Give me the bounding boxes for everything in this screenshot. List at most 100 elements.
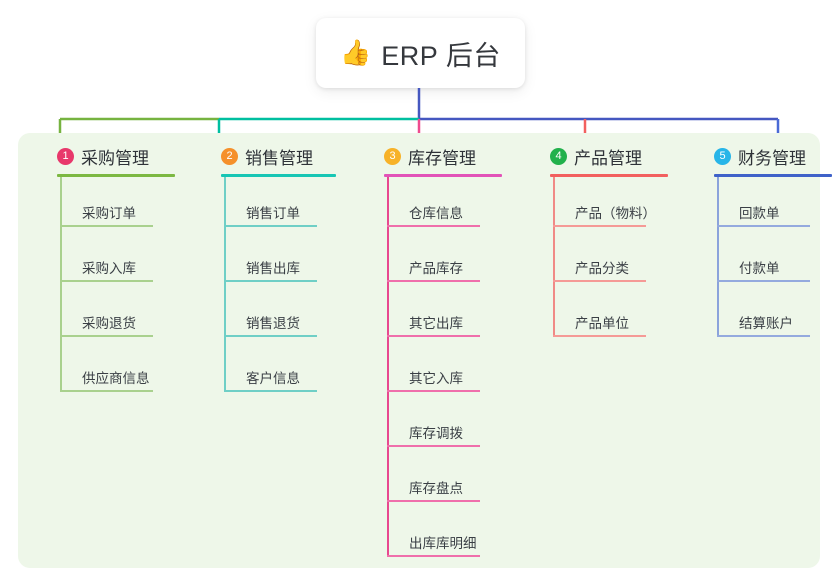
leaf-rule — [60, 390, 153, 392]
leaf-item[interactable]: 出库库明细 — [387, 507, 517, 562]
leaf-list-4: 产品（物料） 产品分类产品单位 — [528, 177, 688, 342]
leaf-label: 产品（物料） — [575, 206, 656, 221]
column-3: 3 库存管理仓库信息产品库存其它出库其它入库库存调拨库存盘点出库库明细 — [362, 143, 517, 562]
column-4: 4 产品管理产品（物料） 产品分类产品单位 — [528, 143, 688, 342]
leaf-spine-2 — [224, 177, 226, 392]
leaf-item[interactable]: 其它入库 — [387, 342, 517, 397]
column-rule-1 — [57, 174, 175, 177]
leaf-list-3: 仓库信息产品库存其它出库其它入库库存调拨库存盘点出库库明细 — [362, 177, 517, 562]
column-header-5[interactable]: 5 财务管理 — [692, 143, 814, 169]
leaf-item[interactable]: 付款单 — [717, 232, 814, 287]
leaf-item[interactable]: 产品库存 — [387, 232, 517, 287]
diagram-panel-background — [18, 133, 820, 568]
leaf-label: 客户信息 — [246, 371, 300, 386]
leaf-item[interactable]: 产品分类 — [553, 232, 688, 287]
root-node-title: ERP 后台 — [381, 40, 501, 71]
leaf-rule — [387, 555, 480, 557]
column-rule-5 — [714, 174, 832, 177]
leaf-list-2: 销售订单销售出库销售退货客户信息 — [199, 177, 351, 397]
leaf-rule — [387, 445, 480, 447]
leaf-rule — [717, 335, 810, 337]
leaf-label: 付款单 — [739, 261, 780, 276]
leaf-item[interactable]: 销售出库 — [224, 232, 351, 287]
column-title-4: 产品管理 — [574, 148, 642, 168]
column-title-2: 销售管理 — [245, 148, 313, 168]
leaf-item[interactable]: 其它出库 — [387, 287, 517, 342]
leaf-rule — [224, 225, 317, 227]
leaf-spine-1 — [60, 177, 62, 392]
leaf-rule — [224, 280, 317, 282]
leaf-label: 库存调拨 — [409, 426, 463, 441]
leaf-item[interactable]: 产品（物料） — [553, 177, 688, 232]
leaf-item[interactable]: 采购退货 — [60, 287, 190, 342]
leaf-label: 采购退货 — [82, 316, 136, 331]
leaf-label: 销售订单 — [246, 206, 300, 221]
column-badge-5: 5 — [714, 147, 731, 165]
leaf-label: 销售出库 — [246, 261, 300, 276]
leaf-item[interactable]: 回款单 — [717, 177, 814, 232]
leaf-item[interactable]: 采购订单 — [60, 177, 190, 232]
column-1: 1 采购管理采购订单采购入库采购退货供应商信息 — [35, 143, 190, 397]
column-header-3[interactable]: 3 库存管理 — [362, 143, 517, 169]
leaf-label: 供应商信息 — [82, 371, 150, 386]
leaf-item[interactable]: 客户信息 — [224, 342, 351, 397]
leaf-rule — [717, 225, 810, 227]
column-rule-4 — [550, 174, 668, 177]
leaf-item[interactable]: 采购入库 — [60, 232, 190, 287]
column-header-4[interactable]: 4 产品管理 — [528, 143, 688, 169]
leaf-label: 其它出库 — [409, 316, 463, 331]
leaf-label: 回款单 — [739, 206, 780, 221]
leaf-item[interactable]: 销售订单 — [224, 177, 351, 232]
column-header-1[interactable]: 1 采购管理 — [35, 143, 190, 169]
thumbs-up-icon: 👍 — [340, 38, 372, 67]
leaf-rule — [224, 390, 317, 392]
root-node-card[interactable]: 👍 ERP 后台 — [316, 18, 525, 88]
leaf-rule — [60, 225, 153, 227]
leaf-rule — [387, 225, 480, 227]
column-header-2[interactable]: 2 销售管理 — [199, 143, 351, 169]
leaf-rule — [60, 280, 153, 282]
leaf-label: 销售退货 — [246, 316, 300, 331]
leaf-label: 其它入库 — [409, 371, 463, 386]
leaf-rule — [387, 280, 480, 282]
leaf-rule — [553, 280, 646, 282]
leaf-label: 产品库存 — [409, 261, 463, 276]
leaf-rule — [387, 390, 480, 392]
leaf-item[interactable]: 结算账户 — [717, 287, 814, 342]
column-badge-1: 1 — [57, 147, 74, 165]
leaf-label: 出库库明细 — [409, 536, 477, 551]
leaf-label: 产品单位 — [575, 316, 629, 331]
leaf-item[interactable]: 产品单位 — [553, 287, 688, 342]
leaf-spine-4 — [553, 177, 555, 337]
leaf-item[interactable]: 销售退货 — [224, 287, 351, 342]
leaf-rule — [387, 335, 480, 337]
leaf-label: 采购入库 — [82, 261, 136, 276]
column-title-1: 采购管理 — [81, 148, 149, 168]
column-5: 5 财务管理回款单付款单结算账户 — [692, 143, 832, 342]
leaf-spine-5 — [717, 177, 719, 337]
leaf-rule — [224, 335, 317, 337]
leaf-list-5: 回款单付款单结算账户 — [692, 177, 814, 342]
column-badge-4: 4 — [550, 147, 567, 165]
leaf-label: 仓库信息 — [409, 206, 463, 221]
leaf-item[interactable]: 库存盘点 — [387, 452, 517, 507]
column-title-3: 库存管理 — [408, 148, 476, 168]
leaf-rule — [387, 500, 480, 502]
leaf-label: 结算账户 — [739, 316, 793, 331]
column-2: 2 销售管理销售订单销售出库销售退货客户信息 — [199, 143, 351, 397]
leaf-item[interactable]: 库存调拨 — [387, 397, 517, 452]
column-badge-3: 3 — [384, 147, 401, 165]
leaf-item[interactable]: 供应商信息 — [60, 342, 190, 397]
column-rule-3 — [384, 174, 502, 177]
column-rule-2 — [221, 174, 336, 177]
column-title-5: 财务管理 — [738, 148, 806, 168]
column-badge-2: 2 — [221, 147, 238, 165]
leaf-rule — [553, 335, 646, 337]
leaf-list-1: 采购订单采购入库采购退货供应商信息 — [35, 177, 190, 397]
leaf-label: 库存盘点 — [409, 481, 463, 496]
leaf-rule — [717, 280, 810, 282]
leaf-item[interactable]: 仓库信息 — [387, 177, 517, 232]
leaf-rule — [553, 225, 646, 227]
leaf-rule — [60, 335, 153, 337]
leaf-spine-3 — [387, 177, 389, 557]
